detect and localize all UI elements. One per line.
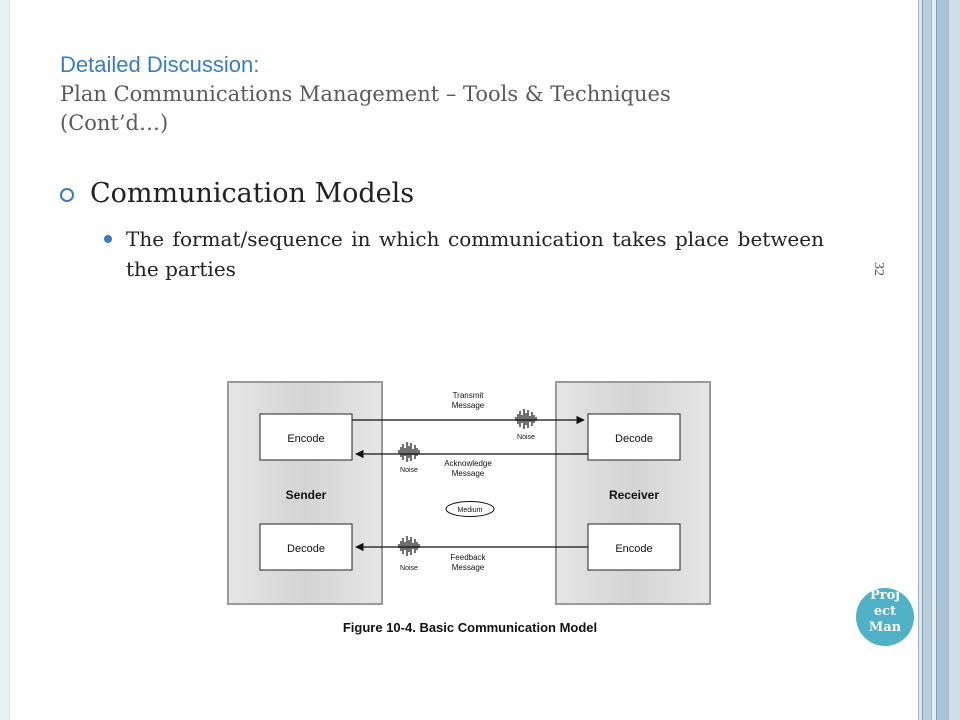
right-decor-band (922, 0, 932, 720)
receiver-decode-box (587, 413, 681, 461)
right-decor-band (931, 0, 937, 720)
acknowledge-line-2: Message (452, 469, 485, 478)
transmit-line-1: Transmit (453, 391, 485, 400)
right-decor-band (918, 0, 923, 720)
bullet-level-2: The format/sequence in which communicati… (104, 224, 824, 284)
bullet-level-2-text: The format/sequence in which communicati… (126, 227, 824, 281)
receiver-encode-label: Encode (615, 543, 652, 555)
noise-label: Noise (400, 467, 418, 474)
medium-ellipse (445, 501, 495, 517)
badge-line: Man (868, 620, 902, 635)
noise-icon (515, 408, 537, 430)
title-line-1: Detailed Discussion: (60, 52, 260, 77)
sender-encode-label: Encode (287, 433, 324, 445)
slide-number: 32 (871, 262, 886, 276)
medium-label: Medium (458, 507, 483, 514)
noise-label: Noise (400, 565, 418, 572)
bullet-level-1-text: Communication Models (90, 178, 415, 209)
right-decor-band (936, 0, 949, 720)
noise-icon (398, 441, 420, 463)
transmit-line-2: Message (452, 401, 485, 410)
noise-icon (398, 535, 420, 557)
sender-decode-box (259, 523, 353, 571)
sender-label: Sender (286, 488, 327, 502)
left-border (0, 0, 10, 720)
right-decor-band (948, 0, 960, 720)
noise-label: Noise (517, 434, 535, 441)
figure-caption: Figure 10-4. Basic Communication Model (342, 620, 598, 635)
badge-line: Proj (870, 588, 900, 603)
receiver-label: Receiver (609, 488, 659, 502)
slide-title: Detailed Discussion: Plan Communications… (60, 50, 850, 138)
sender-encode-box (259, 413, 353, 461)
receiver-decode-label: Decode (615, 433, 653, 445)
acknowledge-line-1: Acknowledge (444, 459, 492, 468)
title-line-2: Plan Communications Management – Tools &… (60, 82, 671, 106)
bullet-level-1: Communication Models (60, 178, 840, 209)
communication-model-figure: Encode Decode Decode Encode Sender Recei… (226, 378, 714, 640)
badge-line: ect (873, 604, 897, 619)
dot-bullet-icon (104, 235, 112, 243)
title-line-3: (Cont’d…) (60, 111, 169, 135)
ring-bullet-icon (60, 187, 74, 202)
sender-decode-label: Decode (287, 543, 325, 555)
feedback-line-1: Feedback (450, 553, 486, 562)
badge: Proj ect Man (856, 588, 914, 646)
feedback-line-2: Message (452, 563, 485, 572)
